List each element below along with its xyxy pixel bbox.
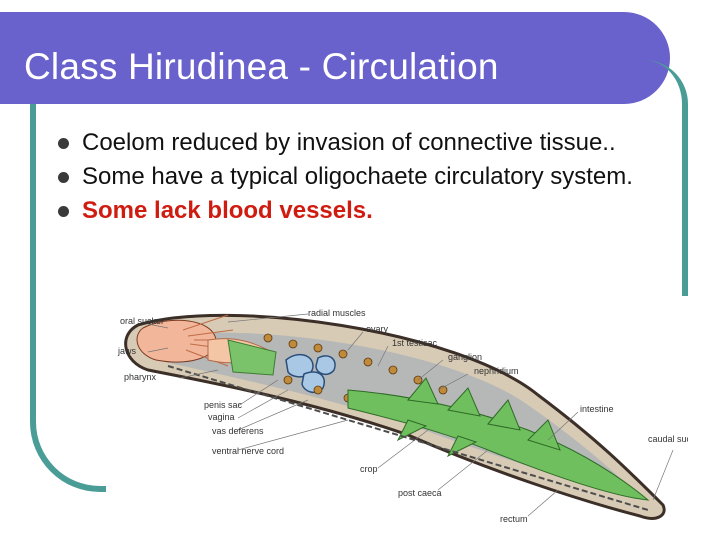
label-pharynx: pharynx bbox=[124, 372, 157, 382]
bullet-item: Some have a typical oligochaete circulat… bbox=[56, 162, 656, 192]
label-crop: crop bbox=[360, 464, 378, 474]
label-lines bbox=[147, 313, 674, 517]
leech-anatomy-diagram: oral sucker radial muscles ovary 1st tes… bbox=[108, 300, 704, 540]
label-ganglion: ganglion bbox=[448, 352, 482, 362]
ventral-nerve-cord bbox=[167, 365, 649, 511]
bullet-dot-icon bbox=[58, 172, 69, 183]
reproductive-organs bbox=[285, 353, 336, 394]
title-bar: Class Hirudinea - Circulation bbox=[0, 12, 670, 107]
label-ventral-nerve-cord: ventral nerve cord bbox=[212, 446, 284, 456]
decorative-frame-right bbox=[630, 60, 688, 296]
bullet-text: Some have a typical oligochaete circulat… bbox=[82, 163, 633, 190]
oral-sucker-region bbox=[136, 319, 217, 363]
bullet-dot-icon bbox=[58, 206, 69, 217]
bullet-item: Coelom reduced by invasion of connective… bbox=[56, 128, 656, 158]
slide-title: Class Hirudinea - Circulation bbox=[24, 46, 499, 87]
label-post-caeca: post caeca bbox=[398, 488, 442, 498]
label-oral-sucker: oral sucker bbox=[120, 316, 164, 326]
bullet-list: Coelom reduced by invasion of connective… bbox=[56, 128, 656, 230]
label-vas-deferens: vas deferens bbox=[212, 426, 264, 436]
title-underline bbox=[0, 104, 636, 107]
bullet-item-emphasis: Some lack blood vessels. bbox=[56, 196, 656, 226]
crop-and-caeca bbox=[347, 377, 650, 501]
label-radial-muscles: radial muscles bbox=[308, 308, 366, 318]
leech-anatomy-figure: oral sucker radial muscles ovary 1st tes… bbox=[117, 308, 704, 524]
label-jaws: jaws bbox=[117, 346, 137, 356]
label-testisac: 1st testisac bbox=[392, 338, 438, 348]
label-nephridium: nephridium bbox=[474, 366, 519, 376]
bullet-text: Coelom reduced by invasion of connective… bbox=[82, 129, 616, 156]
label-caudal-sucker: caudal sucker bbox=[648, 434, 688, 444]
label-ovary: ovary bbox=[366, 324, 389, 334]
crop-green-anterior bbox=[227, 339, 277, 376]
bullet-dot-icon bbox=[58, 138, 69, 149]
label-penis-sac: penis sac bbox=[204, 400, 243, 410]
bullet-text: Some lack blood vessels. bbox=[82, 197, 373, 224]
label-rectum: rectum bbox=[500, 514, 528, 524]
label-intestine: intestine bbox=[580, 404, 614, 414]
label-vagina: vagina bbox=[208, 412, 235, 422]
